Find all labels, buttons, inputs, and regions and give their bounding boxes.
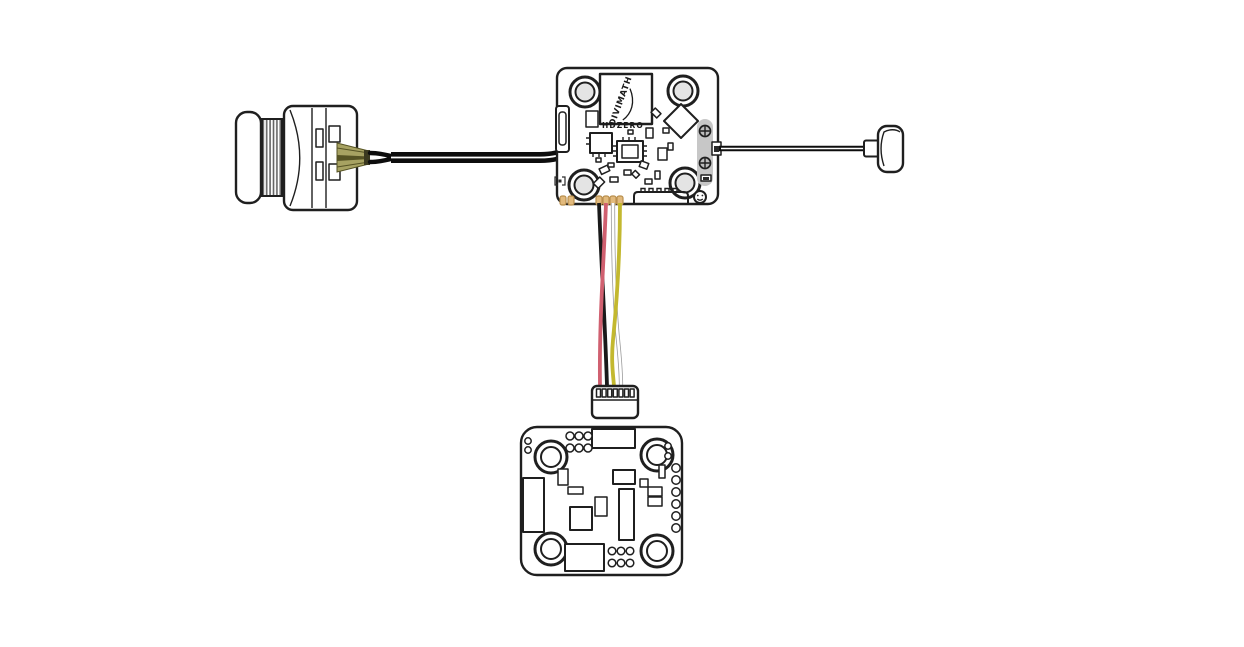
vtx-solder-pads [559,195,624,206]
harness-wire-red [597,202,608,387]
harness-wire-white [611,202,623,387]
screw-icon [698,156,712,170]
fc-mounting-holes [533,437,675,569]
vtx-bottom-connector-outline [633,187,689,203]
antenna [863,124,905,174]
four-wire-harness [597,202,624,387]
antenna-ferrule [863,139,880,158]
camera-focus-ring [261,118,283,197]
camera-lens-cap [234,110,263,205]
fpv-camera [234,104,370,212]
vtx-shield-can: DIVIMATH [598,72,654,127]
vtx-side-connector [555,105,570,153]
camera-body-slots [315,125,341,181]
vtx-silkscreen-mark [554,176,566,186]
vtx-mounting-holes [567,74,702,202]
flight-controller-board [519,425,684,577]
jst-connector [590,384,640,420]
fc-bottom-pads [607,546,635,568]
smd-components [592,107,674,190]
screw-icon [698,124,712,138]
antenna-mount-shield [697,119,722,186]
antenna-head [876,124,905,174]
ufl-pin [714,146,719,152]
fc-top-pads [524,431,672,460]
vtx-chips [585,110,647,163]
hdzero-vtx-board: DIVIMATH HDZERO [554,66,722,206]
camera-cable [367,107,587,165]
harness-wire-yellow [610,202,622,387]
fc-top-pad [591,428,636,449]
camera-cable-connector [336,142,370,173]
jst-pins [595,388,635,398]
camera-cable-core [391,117,577,159]
smiley-logo-icon [693,190,707,204]
vtx-diamond-component [663,103,699,139]
divimath-swoosh-icon [622,88,634,121]
camera-wire-lower [367,156,396,165]
fc-components [522,464,666,572]
camera-cable-sheath [391,117,582,163]
fc-right-edge-pads [671,463,681,533]
antenna-head-detail [880,129,901,167]
vtx-board-label: HDZERO [602,121,644,130]
camera-body-curve [289,109,301,207]
camera-wire-upper [367,150,396,159]
